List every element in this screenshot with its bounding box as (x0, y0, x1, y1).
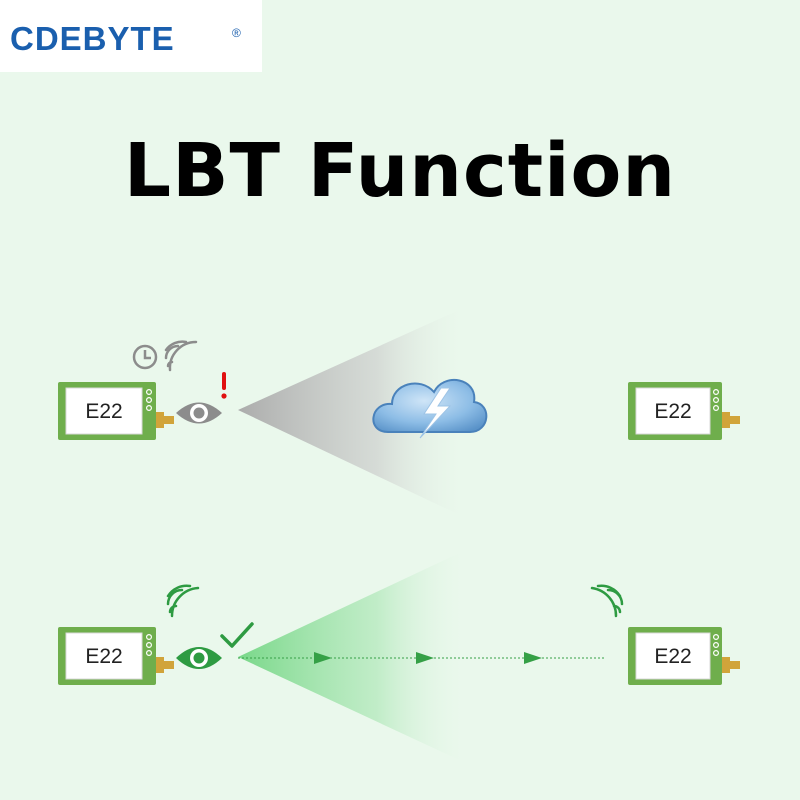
module-e22-top-right: E22 (628, 382, 740, 440)
cloud-lightning-icon (372, 378, 488, 439)
signal-icon (590, 584, 624, 618)
module-label: E22 (654, 400, 691, 423)
page-title: LBT Function (123, 128, 677, 214)
module-label: E22 (85, 400, 122, 423)
brand-name: CDEBYTE (10, 20, 175, 57)
registered-mark: ® (232, 26, 241, 40)
signal-icon (164, 340, 198, 372)
eye-icon (176, 647, 222, 669)
listen-cone-grey (238, 305, 470, 520)
module-label: E22 (654, 645, 691, 668)
listen-cone-green (238, 548, 470, 765)
eye-icon (176, 402, 222, 424)
arrow-icon (314, 652, 332, 664)
module-label: E22 (85, 645, 122, 668)
arrow-icon (524, 652, 542, 664)
module-e22-bottom-left: E22 (58, 627, 174, 685)
module-e22-bottom-right: E22 (628, 627, 740, 685)
checkmark-icon (220, 622, 254, 648)
signal-icon (166, 584, 200, 618)
clock-icon (132, 344, 158, 370)
module-e22-top-left: E22 (58, 382, 174, 440)
arrow-icon (416, 652, 434, 664)
exclamation-icon (221, 372, 227, 399)
brand-logo: CDEBYTE ® (0, 0, 262, 72)
